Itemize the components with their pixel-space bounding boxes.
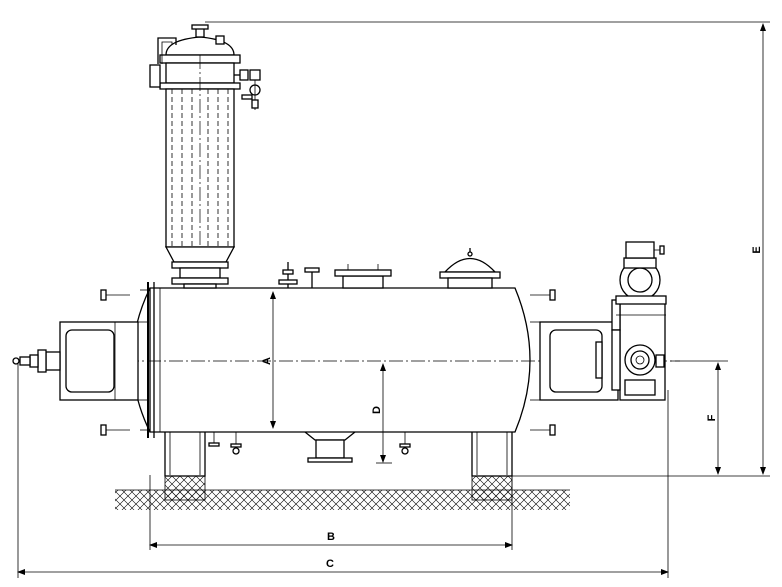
left-end-assembly bbox=[12, 321, 148, 401]
vacuum-pump bbox=[611, 241, 667, 401]
condenser-column bbox=[149, 24, 261, 289]
ground-foundation bbox=[115, 474, 570, 510]
dimension-label-c: C bbox=[326, 558, 334, 570]
dimension-label-f: F bbox=[706, 414, 718, 421]
dimension-label-a: A bbox=[261, 357, 273, 365]
dimension-label-e: E bbox=[751, 246, 763, 253]
main-tank-body bbox=[15, 282, 680, 463]
dimension-label-b: B bbox=[327, 531, 335, 543]
right-end-assembly bbox=[530, 321, 619, 401]
dimension-lines bbox=[17, 21, 770, 578]
support-legs bbox=[164, 429, 513, 477]
dimension-label-d: D bbox=[371, 406, 383, 414]
top-nozzles bbox=[278, 248, 501, 289]
